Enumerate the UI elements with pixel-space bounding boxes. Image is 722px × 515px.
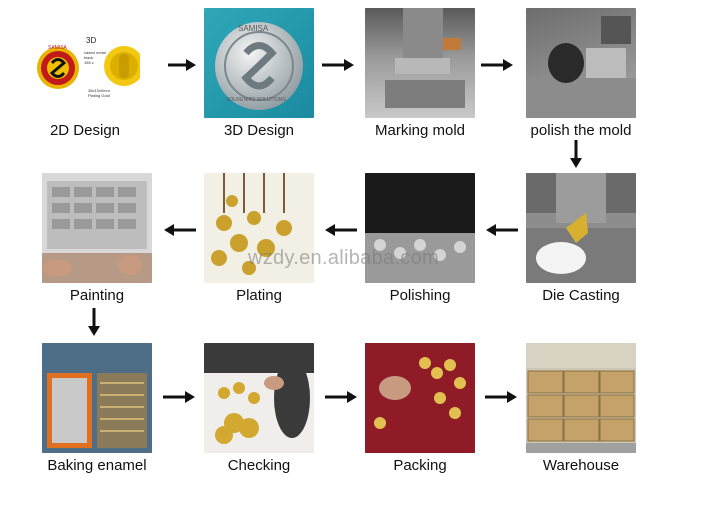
step-2d-design: SAMISA 3D raised metal black 185 c 38x13… [30,8,140,139]
step-polishing: Polishing [365,173,475,304]
3d-tag: 3D [86,36,97,45]
step-baking-enamel: Baking enamel [42,343,152,474]
step-label: Plating [236,287,282,304]
baking-enamel-photo [42,343,152,453]
step-label: Marking mold [374,122,466,139]
marking-mold-photo [365,8,475,118]
2d-design-image: SAMISA 3D raised metal black 185 c 38x13… [30,8,140,118]
step-painting: Painting [42,173,152,304]
coin-arc-top: SAMISA [238,24,269,33]
step-label: Checking [227,457,291,474]
arrow-down-icon [88,308,100,336]
step-3d-design: SAMISA SOUVENIRS SOLUTIONS 3D Design [204,8,314,139]
arrow-left-icon [486,224,518,236]
die-casting-photo [526,173,636,283]
arrow-right-icon [322,59,354,71]
watermark: wzdy.en.alibaba.com [248,247,439,269]
legend-3: 185 c [84,60,94,65]
warehouse-photo [526,343,636,453]
step-label: Warehouse [542,457,620,474]
step-label: 2D Design [49,122,121,139]
step-label: 3D Design [223,122,295,139]
arrow-right-icon [485,391,517,403]
step-label: Baking enamel [47,457,147,474]
arrow-right-icon [481,59,513,71]
step-label: Die Casting [542,287,620,304]
step-die-casting: Die Casting [526,173,636,304]
checking-photo [204,343,314,453]
packing-photo [365,343,475,453]
step-packing: Packing [365,343,475,474]
legend-1: raised metal [84,50,106,55]
arrow-right-icon [168,59,196,71]
painting-photo [42,173,152,283]
legend-2: black [84,55,94,60]
arrow-left-icon [164,224,196,236]
arrow-right-icon [163,391,195,403]
step-label: Polishing [389,287,451,304]
finish-note: Plating Gold [88,93,110,98]
step-polish-the-mold: polish the mold [526,8,636,139]
polish-mold-photo [526,8,636,118]
step-marking-mold: Marking mold [365,8,475,139]
step-label: Packing [393,457,447,474]
coin-arc-bottom: SOUVENIRS SOLUTIONS [226,97,286,103]
logo-text: SAMISA [48,45,67,51]
arrow-left-icon [325,224,357,236]
step-label: polish the mold [530,122,632,139]
step-plating: Plating [204,173,314,304]
arrow-right-icon [325,391,357,403]
step-checking: Checking [204,343,314,474]
plating-photo [204,173,314,283]
step-label: Painting [69,287,125,304]
arrow-down-icon [570,140,582,168]
step-warehouse: Warehouse [526,343,636,474]
3d-design-image: SAMISA SOUVENIRS SOLUTIONS [204,8,314,118]
size-note: 38x13x0mm [88,88,110,93]
polishing-photo [365,173,475,283]
